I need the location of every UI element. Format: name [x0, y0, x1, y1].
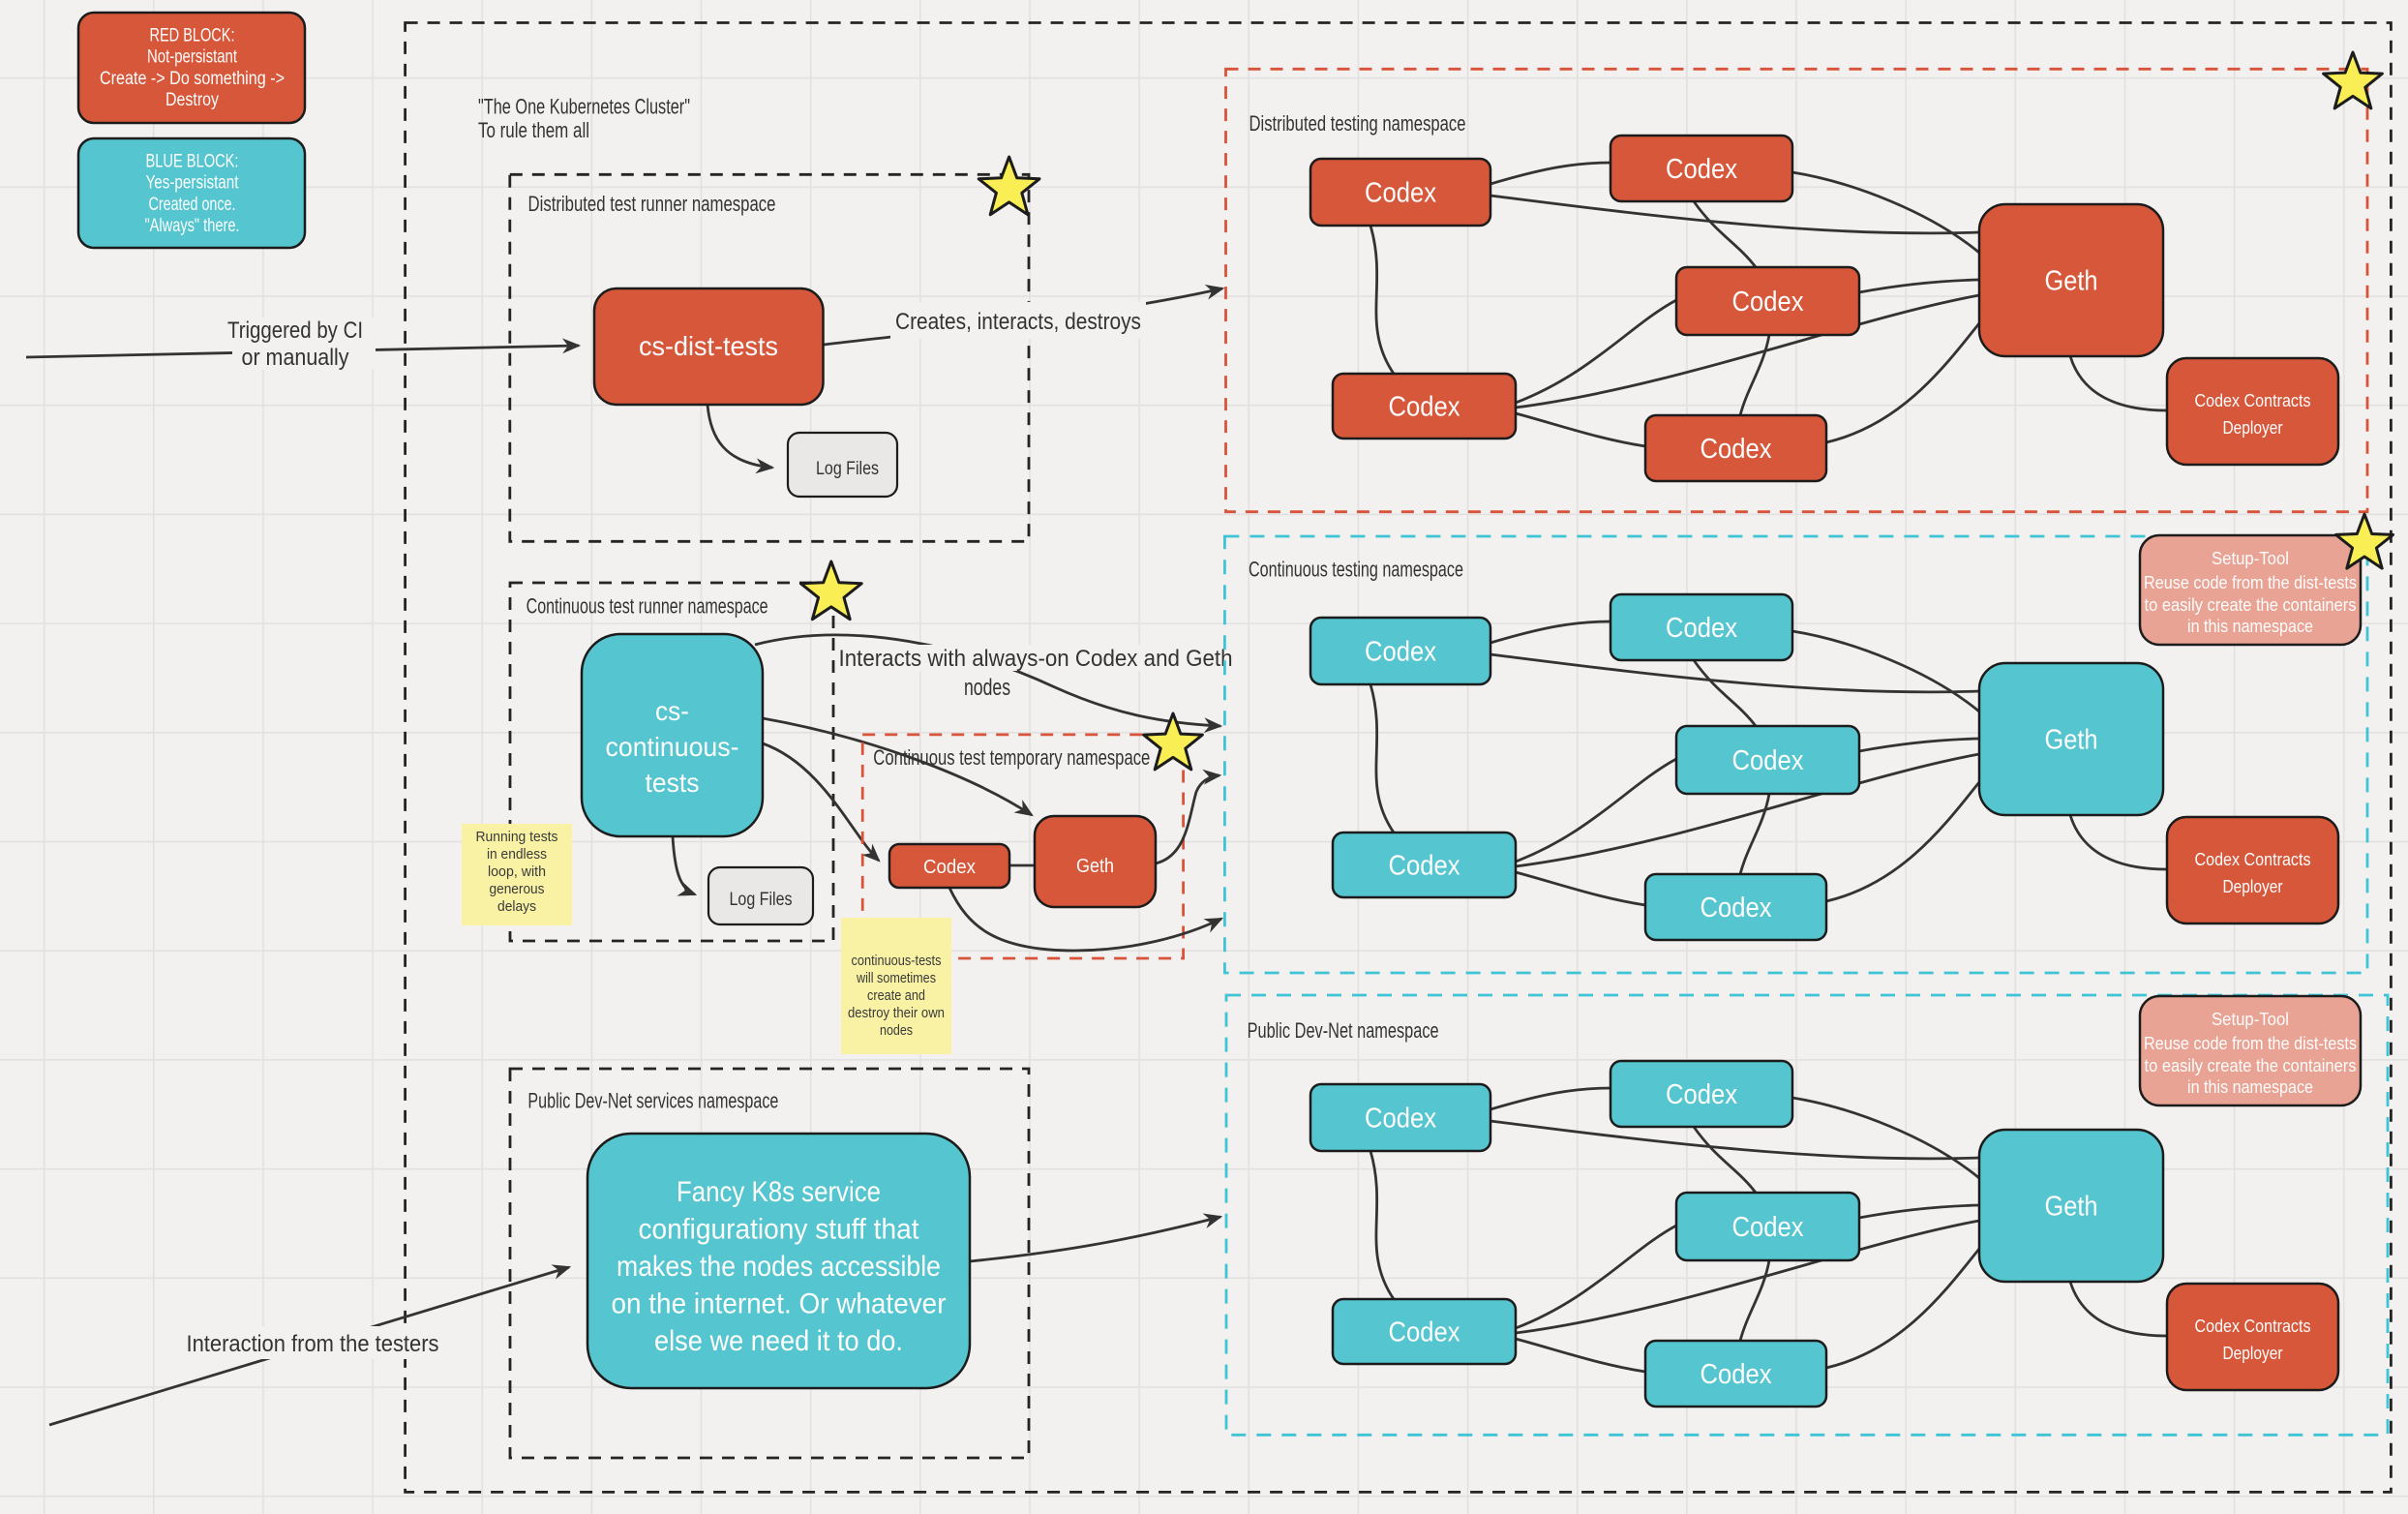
svg-text:Continuous test runner namespa: Continuous test runner namespace: [527, 594, 768, 619]
svg-text:Public Dev-Net services namesp: Public Dev-Net services namespace: [527, 1089, 778, 1113]
svg-text:RED BLOCK:: RED BLOCK:: [150, 26, 235, 46]
svg-text:will sometimes: will sometimes: [856, 970, 936, 986]
svg-text:Interacts with always-on Codex: Interacts with always-on Codex and Geth: [839, 646, 1233, 672]
svg-text:Continuous test temporary name: Continuous test temporary namespace: [873, 745, 1150, 770]
svg-text:destroy their own: destroy their own: [848, 1005, 945, 1021]
svg-text:Log Files: Log Files: [816, 459, 879, 479]
svg-text:Triggered by CI: Triggered by CI: [227, 318, 363, 344]
svg-text:tests: tests: [646, 768, 700, 798]
svg-text:cs-: cs-: [655, 696, 689, 726]
svg-text:Creates, interacts, destroys: Creates, interacts, destroys: [895, 309, 1141, 335]
svg-text:Running tests: Running tests: [476, 829, 558, 845]
svg-text:To rule them all: To rule them all: [478, 118, 589, 142]
svg-text:"Always" there.: "Always" there.: [145, 216, 240, 236]
svg-text:on the internet. Or whatever: on the internet. Or whatever: [612, 1288, 947, 1320]
svg-text:Continuous testing namespace: Continuous testing namespace: [1249, 558, 1463, 582]
svg-text:Not-persistant: Not-persistant: [147, 47, 238, 68]
svg-text:Log Files: Log Files: [730, 890, 793, 910]
svg-text:Create -> Do something ->: Create -> Do something ->: [100, 69, 285, 89]
svg-text:BLUE BLOCK:: BLUE BLOCK:: [146, 152, 239, 172]
svg-text:makes the nodes accessible: makes the nodes accessible: [617, 1251, 941, 1283]
svg-text:nodes: nodes: [964, 675, 1010, 701]
svg-text:Distributed test runner namesp: Distributed test runner namespace: [528, 192, 776, 216]
svg-text:Codex: Codex: [923, 857, 976, 878]
svg-text:Interaction from the testers: Interaction from the testers: [187, 1331, 439, 1357]
svg-text:continuous-: continuous-: [606, 732, 739, 762]
svg-text:Fancy K8s service: Fancy K8s service: [677, 1176, 881, 1208]
svg-text:generous: generous: [490, 881, 545, 897]
svg-text:else we need it to do.: else we need it to do.: [654, 1325, 903, 1357]
svg-text:nodes: nodes: [880, 1022, 913, 1039]
svg-text:loop, with: loop, with: [488, 863, 546, 880]
svg-text:Geth: Geth: [1076, 856, 1114, 877]
svg-text:configurationy stuff that: configurationy stuff that: [639, 1214, 920, 1246]
svg-text:in endless: in endless: [487, 846, 547, 863]
svg-text:Destroy: Destroy: [166, 90, 219, 110]
svg-text:"The One Kubernetes Cluster": "The One Kubernetes Cluster": [478, 95, 690, 119]
svg-text:delays: delays: [497, 898, 536, 915]
svg-text:Public Dev-Net namespace: Public Dev-Net namespace: [1248, 1018, 1439, 1043]
svg-text:Distributed testing namespace: Distributed testing namespace: [1249, 111, 1466, 136]
svg-text:Yes-persistant: Yes-persistant: [146, 173, 240, 194]
svg-text:Created once.: Created once.: [149, 195, 236, 215]
svg-text:continuous-tests: continuous-tests: [852, 953, 942, 969]
svg-text:cs-dist-tests: cs-dist-tests: [639, 331, 778, 361]
svg-text:create and: create and: [867, 987, 925, 1004]
svg-text:or manually: or manually: [242, 345, 349, 371]
